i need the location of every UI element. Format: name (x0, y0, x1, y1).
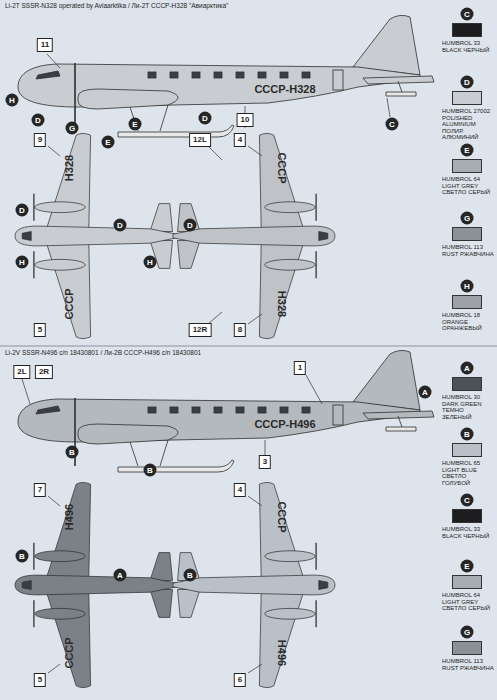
aircraft-marking: Н328 (276, 291, 287, 317)
color-callout: A (419, 386, 432, 399)
callout-number: 8 (234, 323, 246, 337)
callout-number: 4 (234, 483, 246, 497)
color-callout: E (129, 118, 142, 131)
color-callout: H (144, 256, 157, 269)
color-callout: E (461, 560, 474, 573)
color-callout: B (144, 464, 157, 477)
color-callout: H (461, 280, 474, 293)
callout-number: 7 (34, 483, 46, 497)
color-swatch (452, 575, 482, 589)
paint-name: HUMBROL 64 LIGHT GREY СВЕТЛО СЕРЫЙ (442, 592, 494, 612)
callout-number: 12R (189, 323, 212, 337)
aircraft-marking: СССР (276, 501, 287, 532)
callout-number: 2L (13, 365, 30, 379)
color-callout: H (6, 94, 19, 107)
paint-name: HUMBROL 64 LIGHT GREY СВЕТЛО СЕРЫЙ (442, 176, 494, 196)
color-swatch (452, 377, 482, 391)
color-callout: D (16, 204, 29, 217)
color-callout: A (114, 569, 127, 582)
color-callout: D (184, 219, 197, 232)
color-callout: D (32, 114, 45, 127)
callout-number: 12L (189, 133, 211, 147)
aircraft-marking: СССР (276, 152, 287, 183)
color-callout: D (114, 219, 127, 232)
paint-name: HUMBROL 33 BLACK ЧЕРНЫЙ (442, 526, 494, 539)
color-swatch (452, 509, 482, 523)
aircraft-marking: СССР-Н328 (254, 84, 315, 95)
callout-number: 9 (34, 133, 46, 147)
callout-number: 11 (37, 38, 53, 52)
color-callout: D (461, 76, 474, 89)
color-callout: A (461, 362, 474, 375)
color-callout: C (461, 8, 474, 21)
aircraft-marking: СССР (64, 637, 75, 668)
callout-number: 1 (294, 361, 306, 375)
color-swatch (452, 23, 482, 37)
callout-number: 5 (34, 323, 46, 337)
profile-title: Li-2V SSSR-N496 c/n 18430801 / Ли-2В ССС… (5, 350, 201, 357)
color-swatch (452, 641, 482, 655)
color-callout: G (66, 122, 79, 135)
callout-number: 6 (234, 673, 246, 687)
color-callout: E (102, 136, 115, 149)
aircraft-marking: Н328 (64, 155, 75, 181)
color-callout: B (184, 569, 197, 582)
paint-name: HUMBROL 18 ORANGE ОРАНЖЕВЫЙ (442, 312, 494, 332)
aircraft-marking: СССР-Н496 (254, 419, 315, 430)
aircraft-marking: СССР (64, 288, 75, 319)
callout-number: 4 (234, 133, 246, 147)
aircraft-marking: Н496 (276, 640, 287, 666)
paint-name: HUMBROL 65 LIGHT BLUE СВЕТЛО ГОЛУБОЙ (442, 460, 494, 486)
callout-number: 5 (34, 673, 46, 687)
callout-number: 2R (35, 365, 53, 379)
aircraft-marking: Н496 (64, 504, 75, 530)
color-swatch (452, 159, 482, 173)
callout-number: 3 (259, 455, 271, 469)
color-callout: D (199, 112, 212, 125)
color-callout: C (386, 118, 399, 131)
paint-name: HUMBROL 113 RUST РЖАВЧИНА (442, 658, 494, 671)
paint-name: HUMBROL 27002 POLISHED ALUMINIUM ПОЛИР. … (442, 108, 494, 141)
paint-name: HUMBROL 113 RUST РЖАВЧИНА (442, 244, 494, 257)
color-callout: B (66, 446, 79, 459)
color-callout: C (461, 494, 474, 507)
color-callout: H (16, 256, 29, 269)
callout-number: 10 (237, 113, 254, 127)
color-callout: G (461, 212, 474, 225)
color-callout: E (461, 144, 474, 157)
color-swatch (452, 443, 482, 457)
section-divider (0, 346, 497, 347)
color-swatch (452, 295, 482, 309)
paint-name: HUMBROL 33 BLACK ЧЕРНЫЙ (442, 40, 494, 53)
profile-title: Li-2T SSSR-N328 operated by Aviaarktika … (5, 3, 228, 10)
color-swatch (452, 91, 482, 105)
paint-name: HUMBROL 30 DARK GREEN ТЕМНО ЗЕЛЕНЫЙ (442, 394, 494, 420)
color-swatch (452, 227, 482, 241)
color-callout: G (461, 626, 474, 639)
leader-lines (22, 54, 390, 673)
color-callout: B (16, 550, 29, 563)
color-callout: B (461, 428, 474, 441)
